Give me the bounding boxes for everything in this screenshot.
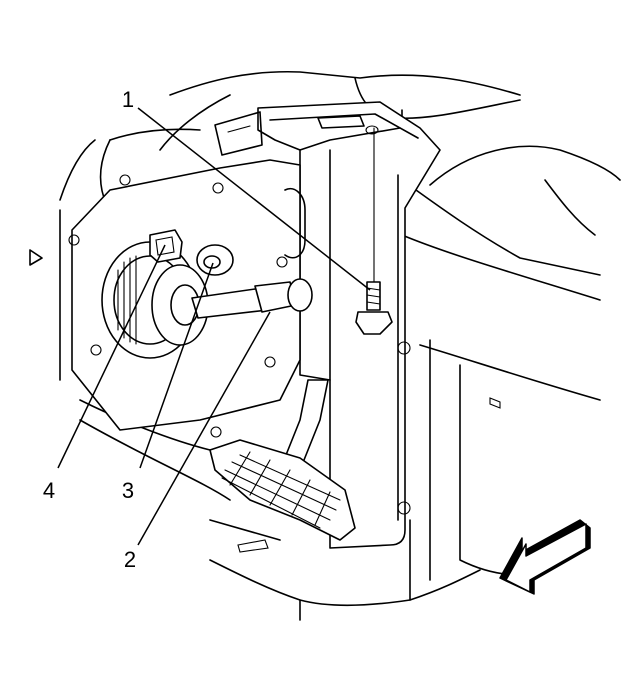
front-direction-arrow-icon bbox=[499, 519, 591, 595]
pedal-bracket bbox=[214, 101, 441, 549]
callout-3: 3 bbox=[122, 478, 134, 503]
pedal-bushing bbox=[196, 244, 234, 276]
booster-assembly bbox=[101, 188, 313, 359]
mounting-bolt bbox=[355, 127, 393, 335]
leader-lines bbox=[57, 107, 371, 546]
callout-2: 2 bbox=[124, 547, 136, 572]
callout-4: 4 bbox=[43, 478, 55, 503]
stop-lamp-switch-connector bbox=[149, 229, 183, 263]
callout-1: 1 bbox=[122, 87, 134, 112]
brake-pedal bbox=[209, 379, 356, 541]
